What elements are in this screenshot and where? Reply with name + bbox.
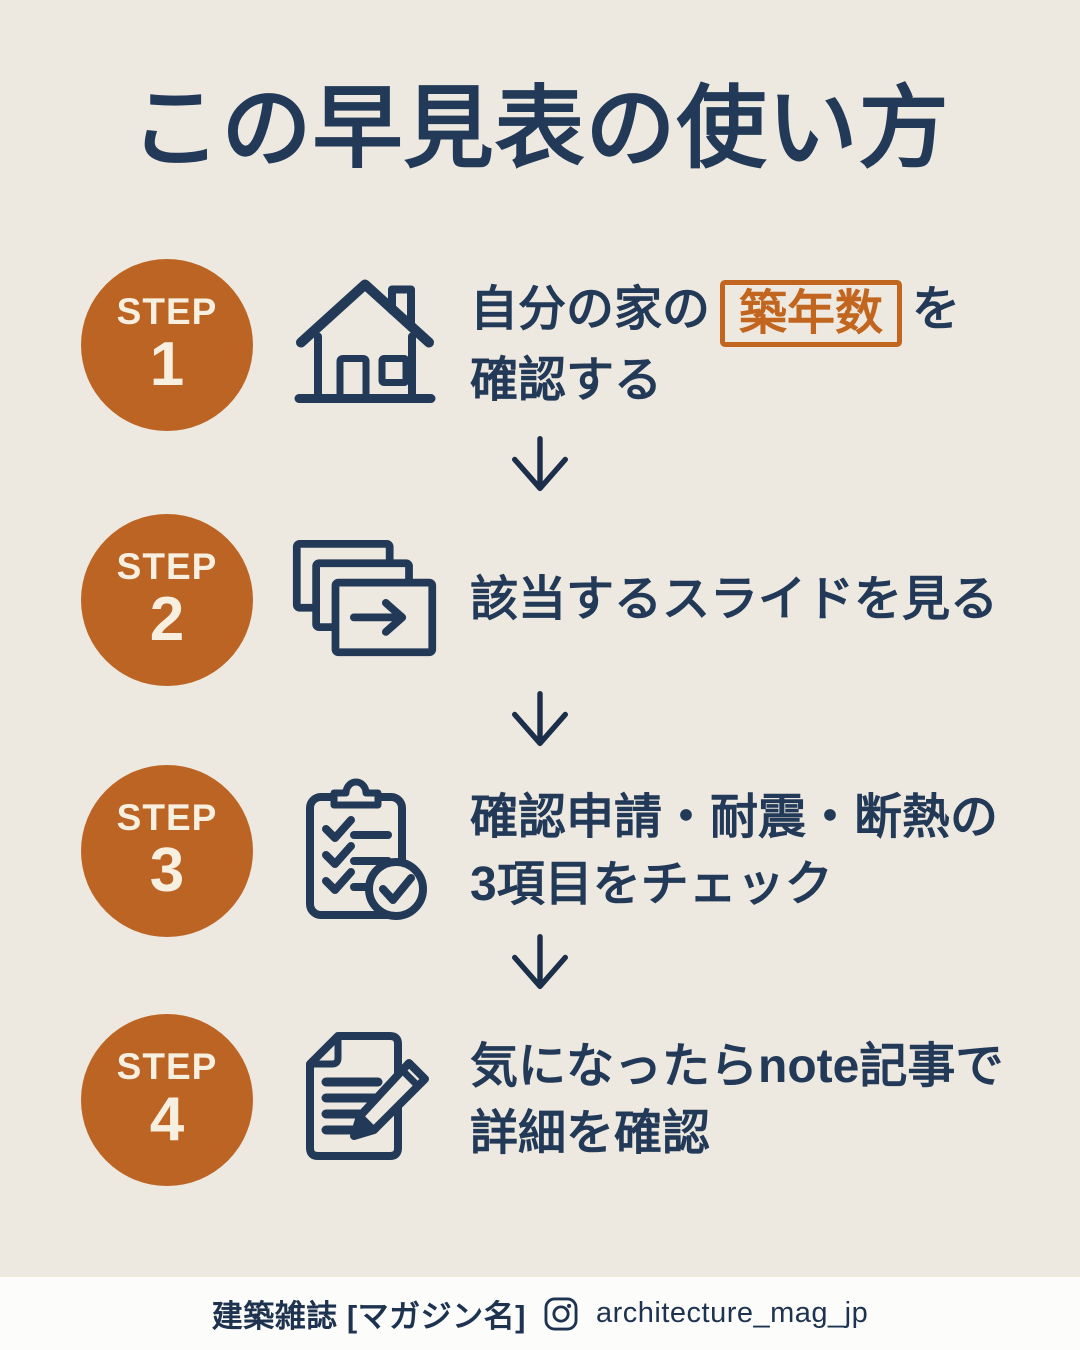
- step-2-line-1: 該当するスライドを見る: [470, 573, 999, 627]
- step-1-badge: STEP 1: [81, 259, 253, 431]
- down-arrow-icon: [507, 691, 573, 747]
- footer: 建築雑誌 [マガジン名] architecture_mag_jp: [0, 1277, 1080, 1350]
- step-3-badge: STEP 3: [81, 765, 253, 937]
- step-4-row: STEP 4 気になったらnote記事で 詳細を確認: [0, 1014, 1080, 1186]
- house-icon: [290, 270, 440, 420]
- step-1-label: STEP: [116, 291, 218, 333]
- step-3-line-1: 確認申請・耐震・断熱の: [470, 790, 999, 844]
- step-1-row: STEP 1 自分の家の築年数を 確認する: [0, 259, 1080, 431]
- step-3-line-2: 3項目をチェック: [470, 858, 833, 911]
- magazine-name: 建築雑誌 [マガジン名]: [211, 1299, 526, 1334]
- step-3-label: STEP: [116, 797, 218, 839]
- step-4-badge: STEP 4: [81, 1014, 253, 1186]
- down-arrow-icon: [507, 436, 573, 492]
- step-3-number: 3: [149, 835, 185, 905]
- step-2-text: 該当するスライドを見る: [470, 566, 998, 633]
- step-2-label: STEP: [116, 546, 218, 588]
- checklist-icon: [290, 776, 440, 926]
- instagram-icon: [542, 1295, 580, 1333]
- step-2-row: STEP 2 該当するスライドを見る: [0, 514, 1080, 686]
- step-4-text: 気になったらnote記事で 詳細を確認: [470, 1033, 1003, 1167]
- slides-icon: [290, 525, 440, 675]
- step-2-number: 2: [149, 584, 185, 654]
- step-1-text-before: 自分の家の: [470, 282, 711, 336]
- instagram-handle: architecture_mag_jp: [596, 1297, 869, 1329]
- step-1-highlight: 築年数: [720, 279, 903, 347]
- note-pencil-icon: [290, 1025, 440, 1175]
- step-4-line-1: 気になったらnote記事で: [470, 1039, 1004, 1093]
- step-1-text-after: を: [912, 282, 961, 336]
- step-4-line-2: 詳細を確認: [470, 1107, 711, 1160]
- page-title: この早見表の使い方: [130, 79, 950, 179]
- step-3-row: STEP 3 確認申請・耐震・断熱の 3項目をチェック: [0, 765, 1080, 937]
- step-1-number: 1: [149, 329, 185, 399]
- step-3-text: 確認申請・耐震・断熱の 3項目をチェック: [470, 784, 998, 918]
- step-1-line-2: 確認する: [470, 354, 663, 407]
- step-1-text: 自分の家の築年数を 確認する: [470, 276, 960, 414]
- down-arrow-icon: [507, 934, 573, 990]
- step-1-line-1: 自分の家の築年数を: [470, 276, 960, 347]
- step-4-number: 4: [149, 1084, 185, 1154]
- step-4-label: STEP: [116, 1046, 218, 1088]
- step-2-badge: STEP 2: [81, 514, 253, 686]
